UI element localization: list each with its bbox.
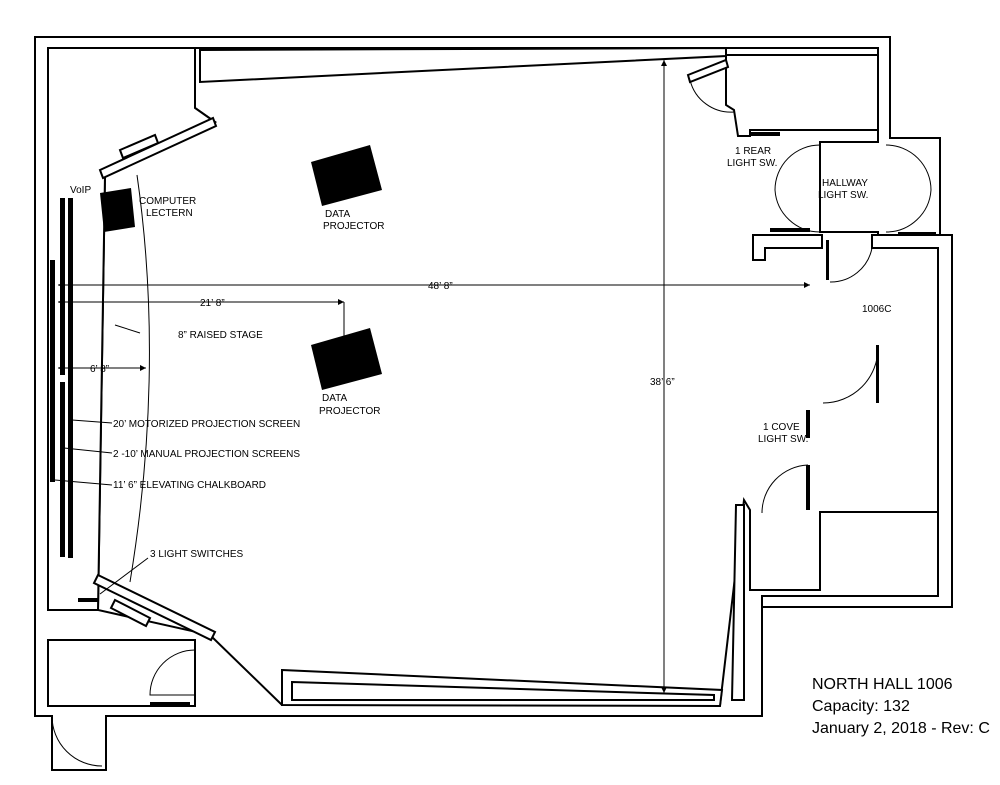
rear-light-label-1: 1 REAR — [735, 146, 771, 157]
leader-motorized — [71, 419, 113, 424]
door-vestibule — [149, 649, 196, 696]
room-1006c-label: 1006C — [862, 304, 891, 315]
door-1006c-threshold — [898, 232, 936, 236]
door-hallway-left — [774, 144, 821, 233]
room-1006c — [752, 234, 823, 261]
stage-edge — [129, 174, 150, 583]
voip-label: VoIP — [70, 185, 91, 196]
right-wall-wedge — [730, 504, 745, 701]
revision-date: January 2, 2018 - Rev: C — [812, 720, 990, 737]
hallway-light-plate — [770, 228, 810, 232]
rear-light-plate — [750, 132, 780, 136]
lower-left-notch — [109, 598, 152, 628]
lectern-label-2: LECTERN — [146, 208, 193, 219]
projector-mid-label-1: DATA — [322, 393, 348, 404]
leader-stage — [114, 324, 141, 334]
lectern-label-1: COMPUTER — [139, 196, 196, 207]
dim-depth-label: 38’ 6” — [650, 377, 675, 388]
chalkboard-label: 11’ 6” ELEVATING CHALKBOARD — [113, 480, 266, 491]
chalkboard — [50, 260, 55, 482]
rear-door-leaf — [686, 58, 730, 84]
projector-top-label-2: PROJECTOR — [323, 221, 385, 232]
data-projector-top — [311, 145, 382, 206]
leader-light-switches — [99, 557, 149, 595]
rear-entry-wall — [725, 54, 879, 137]
manual-screen-1 — [60, 198, 65, 375]
leader-manual — [63, 447, 113, 454]
capacity-text: Capacity: 132 — [812, 698, 910, 715]
door-1006c-mid — [822, 347, 879, 404]
raised-stage-label: 8” RAISED STAGE — [178, 330, 263, 341]
room-divider-mid — [876, 345, 879, 403]
manual-screens-label: 2 -10’ MANUAL PROJECTION SCREENS — [113, 449, 300, 460]
upper-left-notch — [118, 133, 160, 160]
motorized-screen — [68, 198, 73, 558]
projector-mid-label-2: PROJECTOR — [319, 406, 381, 417]
door-cove — [761, 464, 809, 514]
room-title: NORTH HALL 1006 — [812, 676, 953, 693]
hallway-light-label-2: LIGHT SW. — [818, 190, 868, 201]
bottom-wall-inner — [291, 680, 715, 701]
door-threshold-bottom — [150, 702, 190, 706]
door-rear — [689, 79, 735, 113]
upper-left-wall — [98, 116, 218, 180]
room-1006c-wall — [761, 234, 953, 608]
hallway-light-label-1: HALLWAY — [822, 178, 868, 189]
dim-stage-label: 6’ 8” — [90, 364, 109, 375]
light-switch-plate — [78, 598, 98, 602]
lower-left-wall — [92, 573, 217, 642]
vestibule-wall — [47, 639, 196, 707]
room-divider-upper — [826, 240, 829, 280]
data-projector-mid — [311, 328, 382, 390]
dim-width-label: 48’ 8” — [428, 281, 453, 292]
cove-light-label-1: 1 COVE — [763, 422, 800, 433]
motorized-screen-label: 20’ MOTORIZED PROJECTION SCREEN — [113, 419, 300, 430]
rear-light-label-2: LIGHT SW. — [727, 158, 777, 169]
manual-screen-2 — [60, 382, 65, 557]
computer-lectern — [100, 188, 135, 232]
dim-projector-label: 21’ 8” — [200, 298, 225, 309]
door-1006c-top — [829, 247, 873, 283]
leader-chalkboard — [54, 479, 113, 486]
cove-light-plate — [806, 410, 810, 438]
door-exit — [51, 715, 103, 767]
door-hallway-right — [885, 144, 932, 233]
cove-light-label-2: LIGHT SW. — [758, 434, 808, 445]
door-cove-threshold — [806, 465, 810, 510]
projector-top-label-1: DATA — [325, 209, 351, 220]
light-switches-label: 3 LIGHT SWITCHES — [150, 549, 243, 560]
